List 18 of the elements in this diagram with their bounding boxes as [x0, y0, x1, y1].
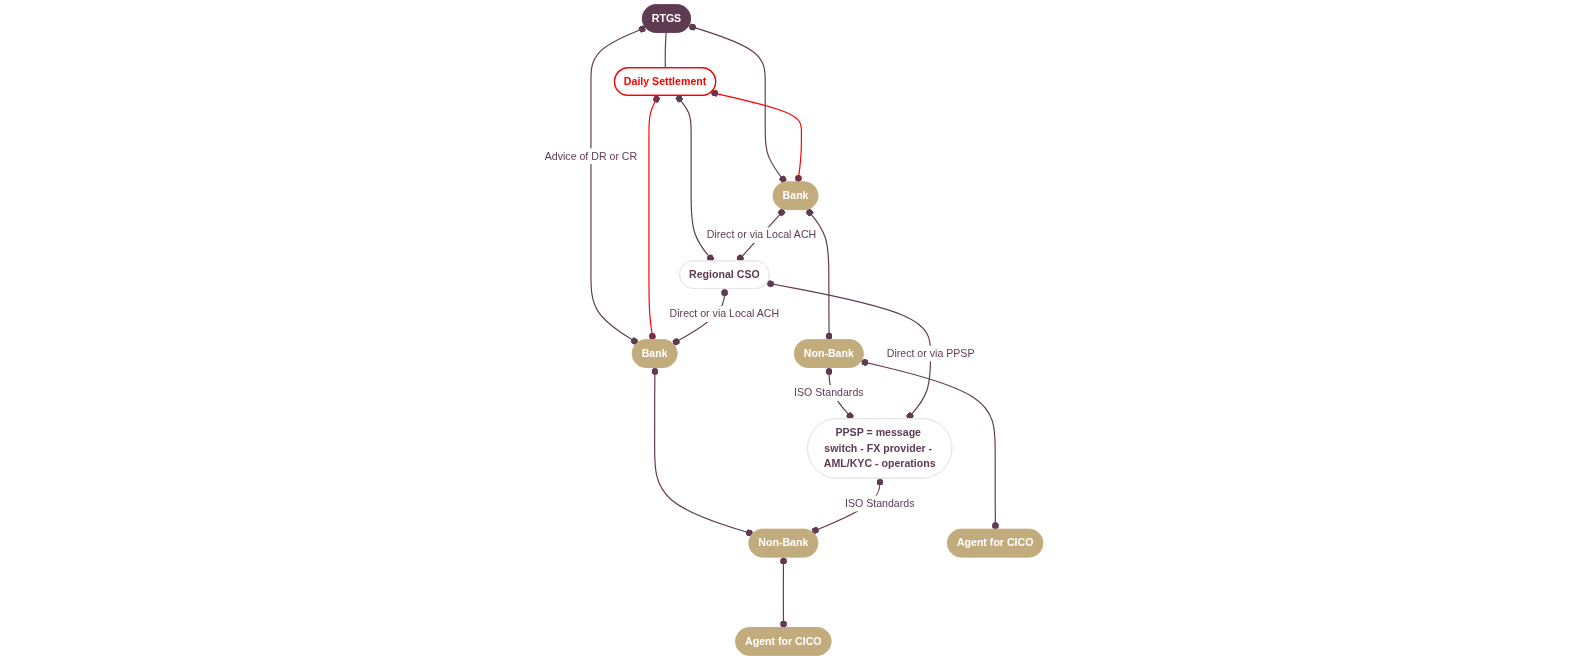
- connector: [675, 95, 714, 262]
- node-text: PPSP = message switch - FX provider - AML/KYC - operations: [823, 426, 936, 470]
- edge-label: Direct or via Local ACH: [706, 229, 816, 241]
- connector: [860, 358, 999, 531]
- connector: [590, 25, 647, 345]
- edge-label: ISO Standards: [793, 386, 864, 399]
- connector: [664, 32, 667, 69]
- connector: [648, 95, 660, 341]
- connector: [651, 367, 754, 537]
- connector: [779, 556, 787, 629]
- connector: [805, 209, 833, 341]
- edge-label: Advice of DR or CR: [544, 150, 637, 162]
- node-text: Regional CSO: [688, 268, 760, 281]
- edge-label: Direct or via PPSP: [886, 347, 975, 360]
- connector: [688, 23, 787, 183]
- edge-label: ISO Standards: [844, 497, 915, 510]
- edge-label: Direct or via Local ACH: [669, 307, 779, 320]
- connector: [710, 89, 802, 183]
